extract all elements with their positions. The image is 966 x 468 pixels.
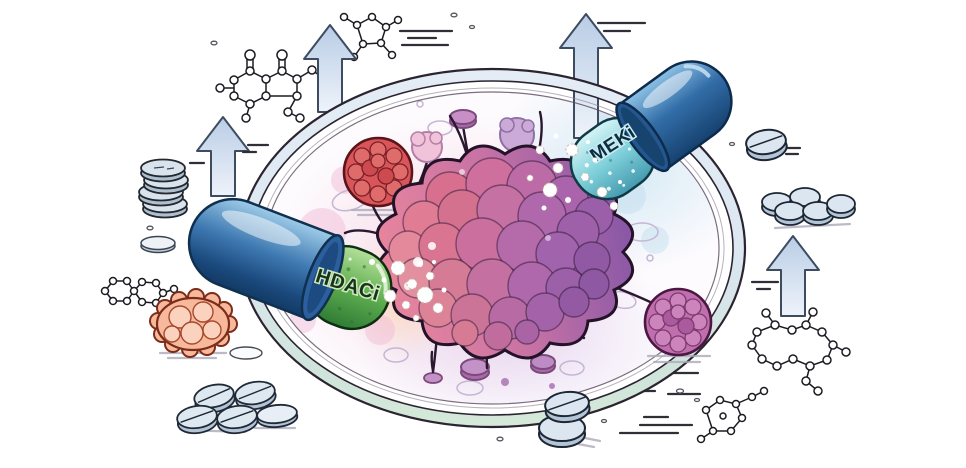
small-tablet-left bbox=[140, 235, 176, 254]
tablet-stack-bottom-center bbox=[538, 390, 602, 449]
purple-raspberry-cell bbox=[643, 287, 713, 364]
meki-sparkles bbox=[526, 133, 622, 211]
molecule-right-large bbox=[747, 307, 851, 396]
orange-scalloped-cell bbox=[149, 288, 238, 360]
tablet-cluster-bottom-left bbox=[176, 380, 299, 435]
meki-capsule: MEKi bbox=[569, 60, 733, 201]
hdaci-sparkles bbox=[369, 259, 447, 322]
tablet-single-top-right bbox=[745, 128, 788, 162]
hdaci-capsule: HDACi bbox=[187, 197, 393, 331]
small-tablet-mid bbox=[229, 346, 263, 360]
tablet-cluster-right bbox=[761, 187, 856, 230]
molecule-ring-top bbox=[339, 12, 403, 62]
up-arrow-right bbox=[766, 235, 820, 317]
molecule-left bbox=[100, 276, 179, 317]
molecule-bottom-right bbox=[696, 386, 769, 444]
coin-stack bbox=[138, 158, 189, 219]
